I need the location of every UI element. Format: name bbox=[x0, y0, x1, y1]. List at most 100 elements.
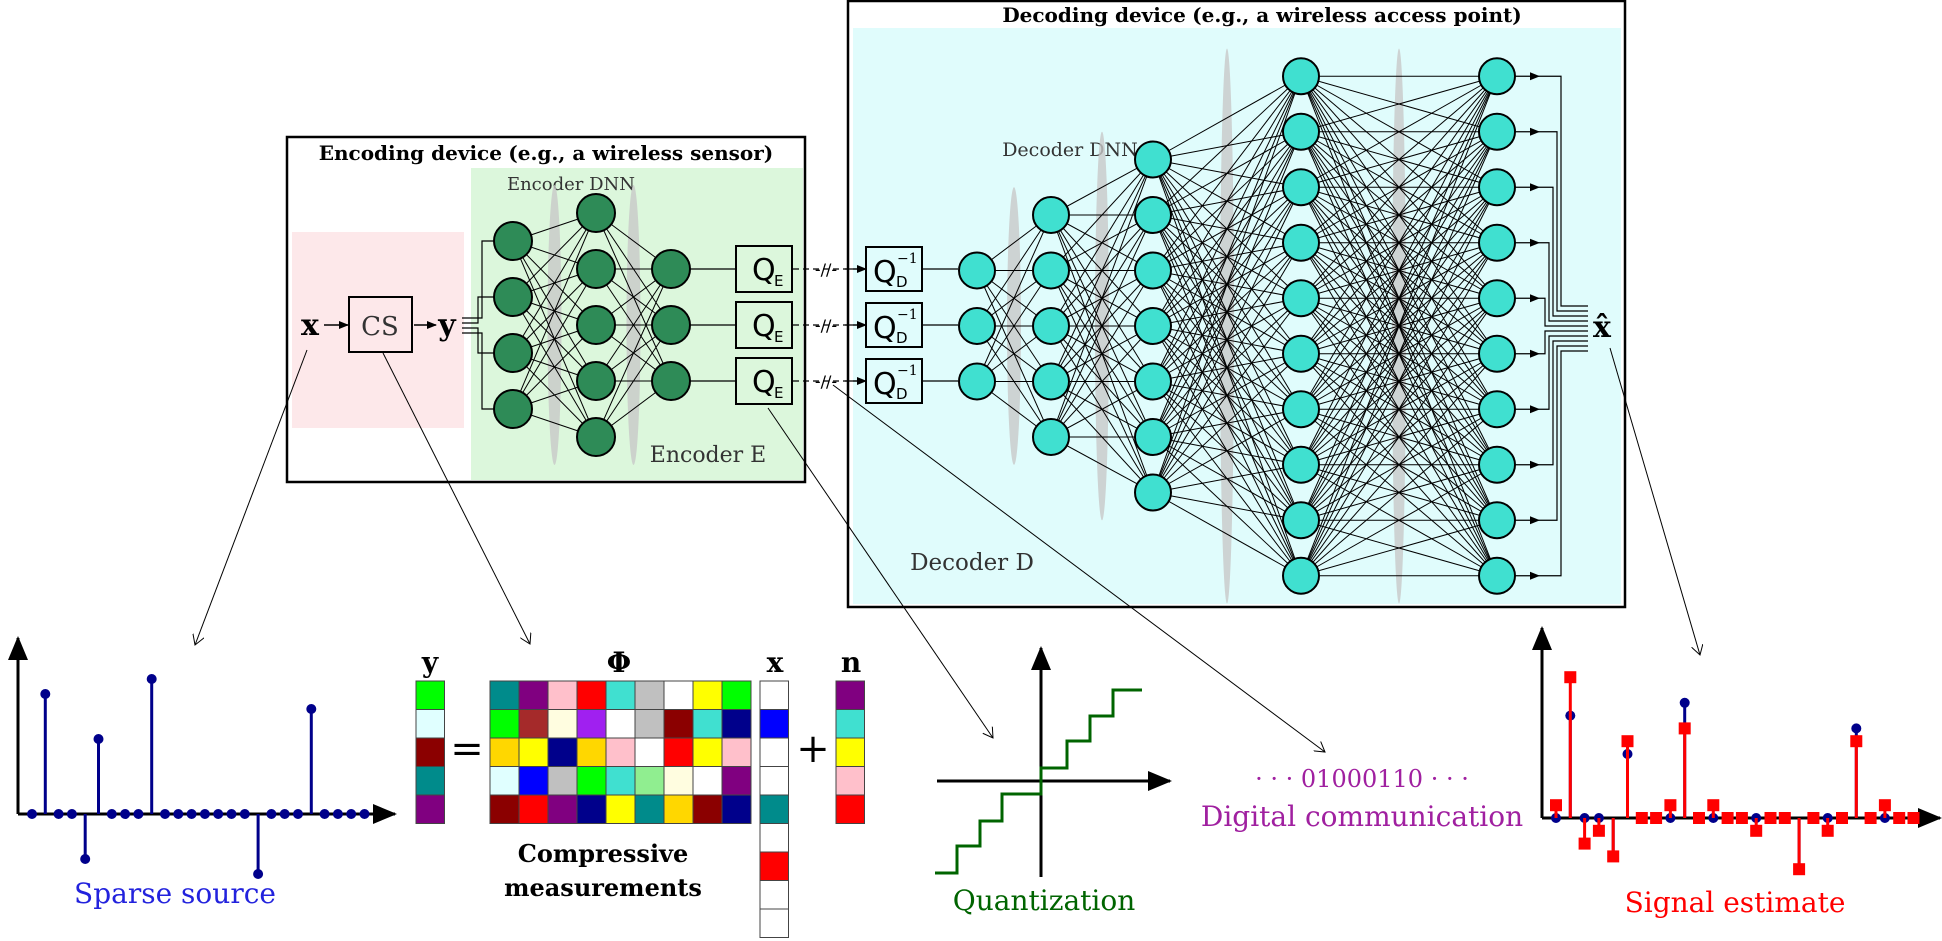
neuron-node bbox=[1134, 473, 1172, 512]
estimate-marker bbox=[1821, 824, 1834, 837]
phi-cell bbox=[721, 766, 752, 796]
phi-cell bbox=[518, 794, 549, 824]
eq-equals: = bbox=[450, 726, 484, 772]
phi-cell bbox=[692, 794, 723, 824]
dequantizer-label: Q bbox=[873, 255, 897, 290]
network-edge bbox=[976, 270, 1052, 382]
quantization-plot: Quantization bbox=[935, 646, 1172, 917]
dequantizer-superscript: −1 bbox=[897, 363, 918, 379]
neuron-node bbox=[576, 193, 616, 233]
network-edge bbox=[1152, 75, 1302, 271]
phi-cell bbox=[605, 737, 636, 767]
network-edge bbox=[1152, 75, 1302, 327]
network-edge bbox=[595, 324, 672, 438]
sparse-marker bbox=[213, 809, 224, 819]
phi-cell bbox=[663, 737, 694, 767]
neuron-node bbox=[1282, 223, 1320, 262]
network-edge bbox=[1050, 159, 1154, 216]
phi-cell bbox=[547, 794, 578, 824]
dequantizer-subscript: D bbox=[896, 329, 908, 347]
phi-cell bbox=[576, 709, 607, 739]
neuron-node bbox=[1032, 362, 1070, 401]
estimate-marker bbox=[1650, 812, 1663, 824]
network-edge bbox=[1050, 159, 1154, 327]
neuron-node bbox=[1282, 334, 1320, 373]
network-edge bbox=[1152, 492, 1302, 577]
estimate-marker bbox=[1735, 812, 1748, 824]
estimate-stems bbox=[1550, 671, 1920, 876]
sparse-marker bbox=[80, 854, 91, 864]
quantizer-label: Q bbox=[752, 365, 776, 400]
phi-cell bbox=[605, 766, 636, 796]
y-bus-line bbox=[462, 327, 494, 354]
phi-cell bbox=[605, 709, 636, 739]
phi-cell bbox=[489, 709, 520, 739]
neuron-node bbox=[651, 305, 691, 345]
network-edge bbox=[1300, 75, 1498, 299]
phi-cell bbox=[721, 680, 752, 710]
network-edge bbox=[1152, 131, 1302, 493]
phi-cell bbox=[692, 680, 723, 710]
phi-cell bbox=[605, 680, 636, 710]
network-edge bbox=[1152, 353, 1302, 493]
estimate-marker bbox=[1592, 824, 1605, 837]
sparse-source-label: Sparse source bbox=[74, 877, 276, 910]
neuron-node bbox=[1478, 168, 1516, 207]
sparse-marker bbox=[27, 809, 37, 819]
neuron-node bbox=[1478, 556, 1516, 595]
network-edge bbox=[595, 268, 672, 438]
digital-communication: · · · 01000110 · · · Digital communicati… bbox=[1201, 765, 1523, 833]
phi-cell bbox=[547, 766, 578, 796]
x-vector-cell bbox=[759, 908, 789, 938]
estimate-marker bbox=[1750, 824, 1763, 837]
neuron-node bbox=[1282, 168, 1320, 207]
neuron-node bbox=[1134, 362, 1172, 401]
neuron-node bbox=[576, 361, 616, 401]
estimate-marker bbox=[1807, 812, 1820, 824]
estimate-marker bbox=[1707, 799, 1720, 812]
network-edge bbox=[1050, 159, 1154, 271]
network-edge bbox=[1050, 381, 1154, 438]
dequantizer-label: Q bbox=[873, 311, 897, 346]
eq-phi-label: Φ bbox=[607, 646, 631, 679]
quantizer-subscript: E bbox=[774, 384, 783, 402]
network-edge bbox=[1300, 519, 1498, 577]
neuron-node bbox=[493, 277, 533, 317]
dequantizer-label: Q bbox=[873, 367, 897, 402]
neuron-node bbox=[1282, 501, 1320, 540]
phi-cell bbox=[692, 766, 723, 796]
xhat-bus-line bbox=[1539, 350, 1588, 577]
neuron-node bbox=[958, 307, 996, 345]
neuron-node bbox=[1478, 501, 1516, 540]
phi-cell bbox=[721, 737, 752, 767]
neuron-node bbox=[1478, 57, 1516, 96]
bitstream: · · · 01000110 · · · bbox=[1255, 765, 1469, 793]
sparse-stems bbox=[27, 674, 370, 879]
phi-cell bbox=[576, 737, 607, 767]
phi-cell bbox=[547, 737, 578, 767]
estimate-marker bbox=[1635, 812, 1648, 824]
network-edge bbox=[1152, 408, 1302, 493]
neuron-node bbox=[651, 249, 691, 289]
estimate-marker bbox=[1893, 812, 1906, 824]
sparse-marker bbox=[40, 689, 51, 699]
phi-cell bbox=[547, 709, 578, 739]
network-edge bbox=[976, 214, 1052, 382]
estimate-marker bbox=[1607, 850, 1620, 863]
y-vector-cell bbox=[415, 709, 445, 739]
phi-cell bbox=[518, 680, 549, 710]
neuron-node bbox=[1478, 390, 1516, 429]
quantizer-block bbox=[735, 245, 793, 293]
decoding-device: Decoding device (e.g., a wireless access… bbox=[846, 0, 1627, 609]
true-marker bbox=[1679, 697, 1690, 708]
neuron-node bbox=[1478, 279, 1516, 318]
pointer-x-to-sparse bbox=[195, 349, 308, 645]
phi-cell bbox=[518, 766, 549, 796]
sparse-marker bbox=[359, 809, 370, 819]
phi-cell bbox=[489, 794, 520, 824]
channel-links: -//--//--//- bbox=[793, 260, 867, 391]
sparse-marker bbox=[253, 869, 264, 879]
